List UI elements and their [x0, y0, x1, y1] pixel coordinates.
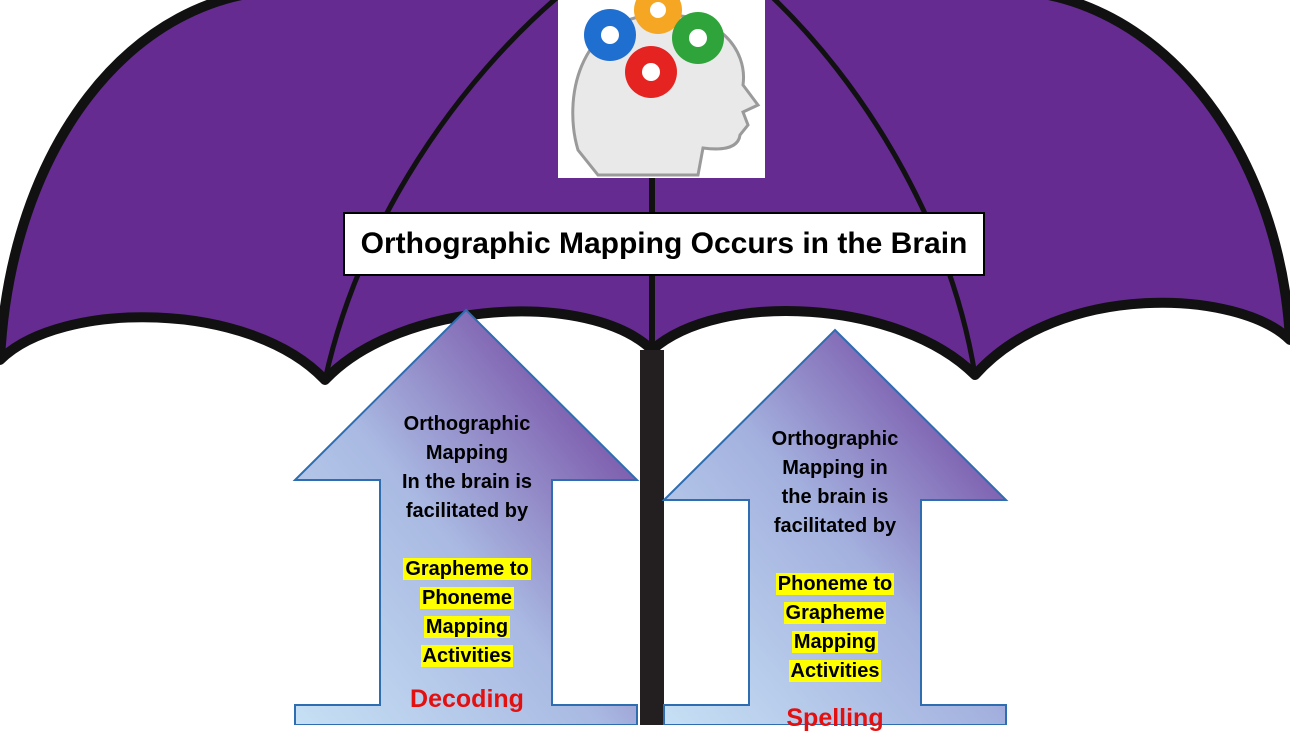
brain-gears-icon	[571, 0, 761, 177]
umbrella-canopy	[0, 0, 1290, 385]
right-intro-line: Mapping in	[782, 457, 888, 479]
left-highlight-line: Phoneme	[419, 587, 515, 609]
left-bottom-label: Decoding	[410, 685, 524, 713]
right-highlight-line: Activities	[788, 660, 882, 682]
left-arrow-text: Orthographic Mapping In the brain is fac…	[382, 410, 552, 714]
left-intro-line: In the brain is	[401, 471, 533, 493]
left-double-arrow	[292, 308, 640, 725]
right-highlight-line: Mapping	[791, 631, 879, 653]
right-highlight-line: Grapheme	[783, 602, 887, 624]
right-intro-line: facilitated by	[773, 515, 897, 537]
left-intro-line: facilitated by	[405, 500, 529, 522]
right-arrow-text: Orthographic Mapping in the brain is fac…	[750, 425, 920, 733]
left-highlight-line: Mapping	[423, 616, 511, 638]
right-intro-line: Orthographic	[771, 428, 899, 450]
umbrella-shaft	[640, 350, 664, 725]
left-intro-line: Mapping	[425, 442, 509, 464]
brain-gears-logo	[558, 0, 765, 178]
left-highlight-line: Activities	[420, 645, 514, 667]
right-double-arrow	[661, 328, 1009, 725]
left-intro-line: Orthographic	[403, 413, 531, 435]
left-highlight-line: Grapheme to	[403, 558, 531, 580]
right-highlight-line: Phoneme to	[775, 573, 895, 595]
diagram-title: Orthographic Mapping Occurs in the Brain	[343, 212, 985, 276]
right-intro-line: the brain is	[781, 486, 889, 508]
right-bottom-label: Spelling	[786, 704, 884, 732]
